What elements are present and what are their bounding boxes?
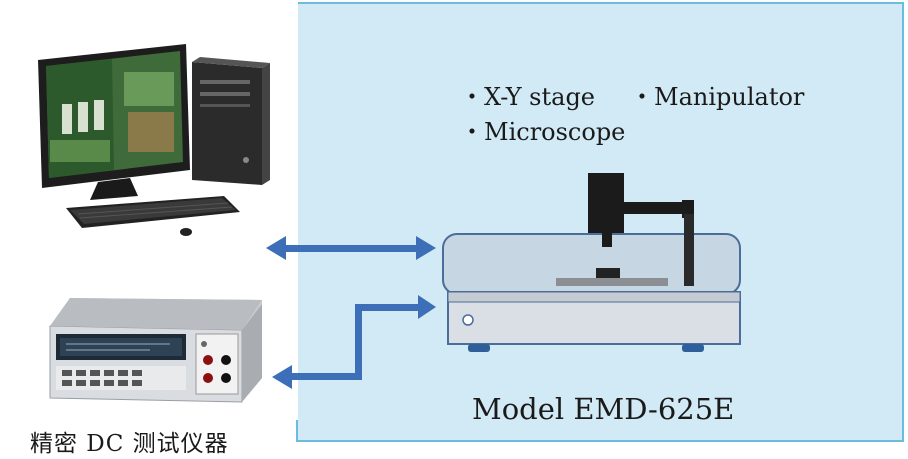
bidirectional-arrow-icon (266, 236, 436, 260)
feature-microscope: ・Microscope (460, 118, 626, 146)
probe-station-icon (442, 173, 741, 352)
feature-xy-stage: ・X-Y stage (460, 83, 596, 111)
elbow-arrow-icon (272, 295, 436, 389)
model-label: Model EMD-625E (472, 392, 735, 426)
feature-manipulator: ・Manipulator (630, 83, 805, 111)
desktop-computer-icon (38, 44, 270, 236)
instrument-label: 精密 DC 测试仪器 (30, 431, 229, 457)
dc-test-instrument-icon (49, 298, 262, 403)
